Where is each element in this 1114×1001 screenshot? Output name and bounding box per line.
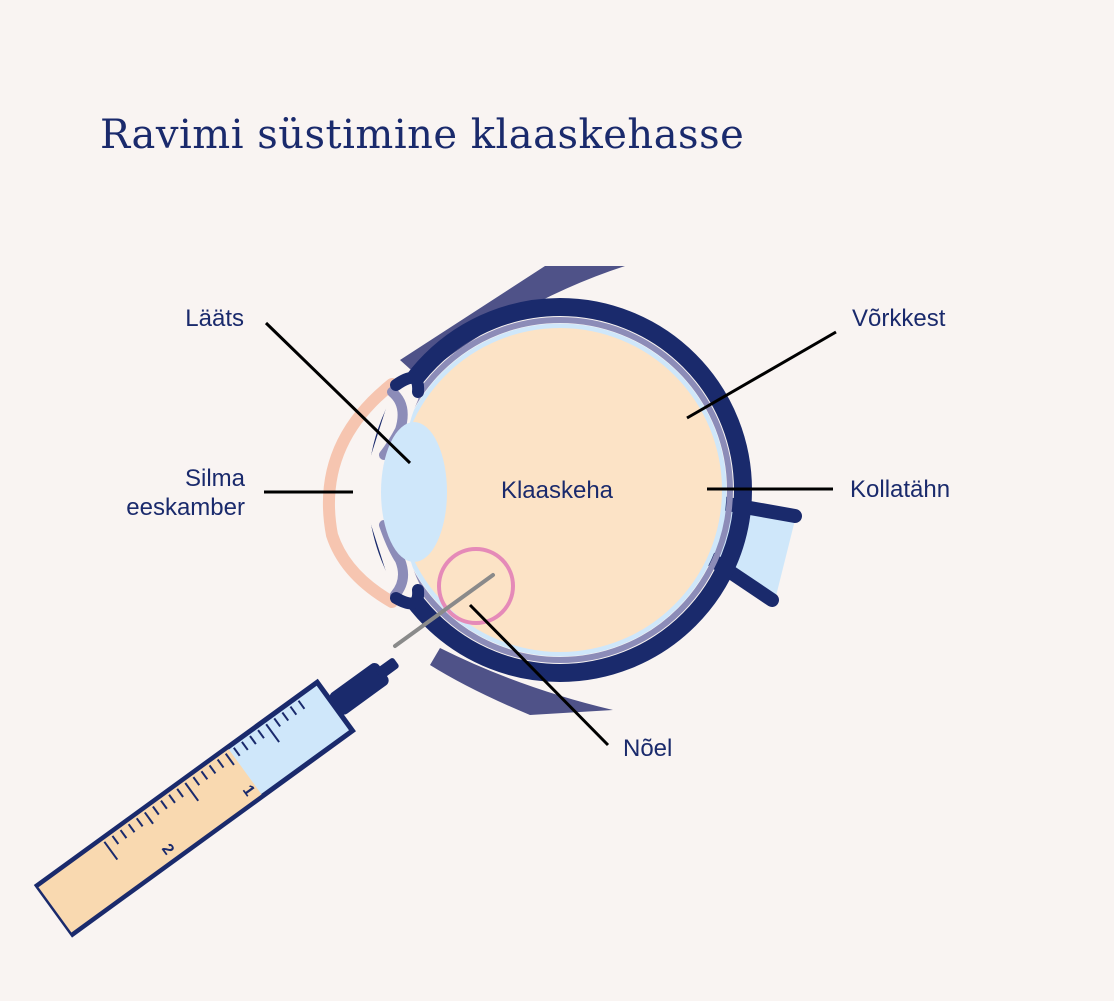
label-retina: Võrkkest — [852, 305, 946, 332]
label-vitreous: Klaaskeha — [501, 477, 614, 504]
retina-leader-line — [686, 330, 837, 420]
lens-shape — [381, 422, 447, 562]
cornea — [323, 378, 398, 608]
sclera-front-bottom — [390, 584, 425, 610]
label-anterior-chamber-line2: eeskamber — [126, 494, 245, 521]
label-macula: Kollatähn — [850, 476, 950, 503]
syringe: 1 2 — [33, 658, 399, 938]
syringe-scale — [103, 700, 306, 861]
label-anterior-chamber-line1: Silma — [185, 465, 246, 492]
iris-lower — [379, 520, 409, 600]
syringe-hub — [329, 663, 389, 715]
lower-eyelid — [430, 648, 613, 715]
label-lens: Lääts — [185, 305, 244, 332]
page-title: Ravimi süstimine klaaskehasse — [100, 112, 745, 158]
syringe-needle-base — [376, 658, 399, 679]
vitreous-body — [398, 328, 722, 652]
sclera-front-top — [390, 372, 425, 398]
injection-site-circle — [437, 547, 515, 625]
needle-leader-line — [468, 603, 610, 747]
label-needle: Nõel — [623, 735, 672, 762]
needle-shaft — [393, 573, 495, 648]
lens-leader-line — [264, 321, 412, 465]
syringe-medication — [38, 749, 262, 933]
